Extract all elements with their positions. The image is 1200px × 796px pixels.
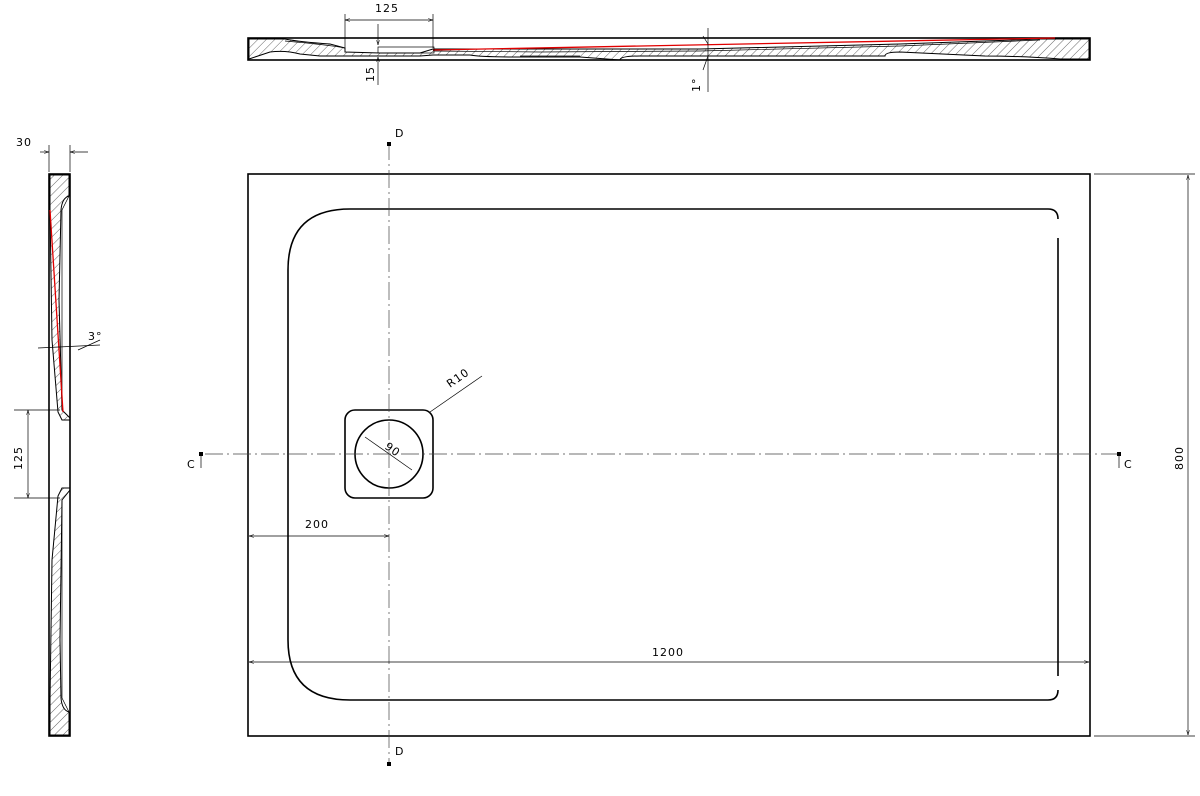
side-dim-3-degree: 3°: [88, 330, 103, 343]
side-dim-30: 30: [16, 136, 32, 149]
section-c-left: C: [187, 458, 196, 471]
side-slope-line: [49, 209, 64, 413]
top-dim-125: 125: [375, 2, 399, 15]
plan-view: R10 90 D D C C 200 1200 800: [187, 127, 1195, 766]
top-section-view: 125 15 1°: [247, 2, 1091, 93]
side-section-view: 30 3° 125: [12, 136, 103, 737]
top-section-hatch: [248, 38, 1090, 61]
plan-dim-90: 90: [382, 440, 403, 460]
tray-outline: [247, 173, 1091, 737]
side-section-hatch-upper: [49, 174, 71, 421]
top-slope-line: [432, 37, 1056, 51]
side-dim-125: 125: [12, 446, 25, 470]
top-dim-15: 15: [364, 66, 377, 82]
plan-dim-800: 800: [1173, 446, 1186, 470]
section-d-bottom: D: [395, 745, 404, 758]
section-d-top: D: [395, 127, 404, 140]
plan-dim-1200: 1200: [652, 646, 684, 659]
side-section-outline: [48, 173, 71, 737]
plan-dim-200: 200: [305, 518, 329, 531]
top-section-outline: [247, 37, 1091, 61]
section-c-right: C: [1124, 458, 1133, 471]
side-section-hatch-lower: [49, 487, 71, 736]
plan-dim-r10: R10: [444, 366, 472, 391]
top-dim-1-degree: 1°: [690, 78, 703, 93]
tray-basin-outline: [287, 208, 1059, 701]
